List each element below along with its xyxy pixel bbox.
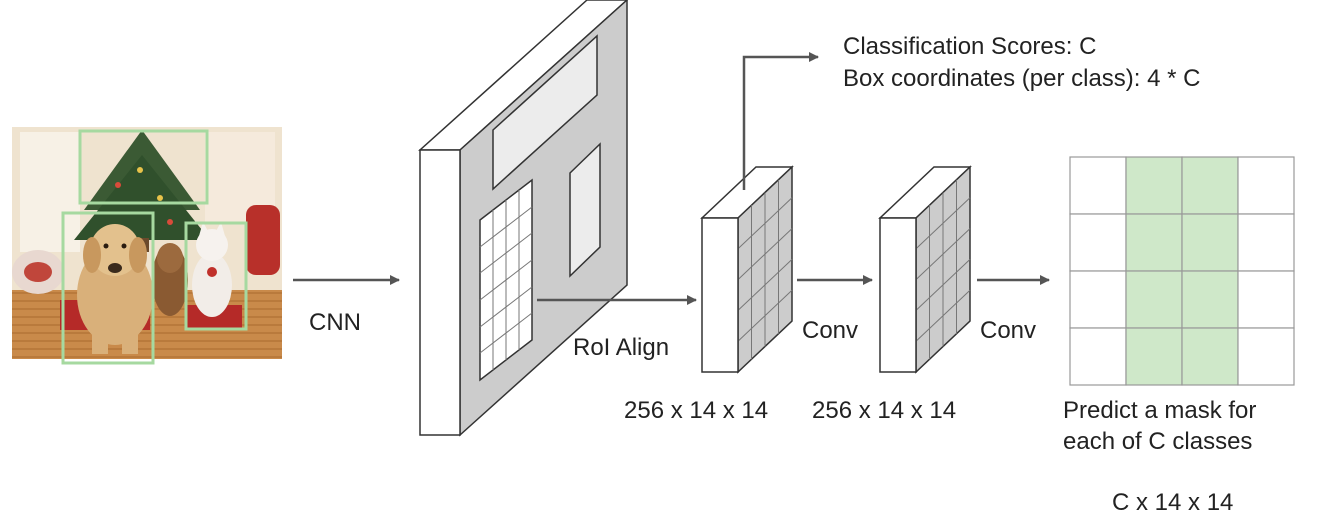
mask-cell-highlighted [1181,270,1239,329]
mask-cell [1069,327,1127,386]
mask-caption-line2: each of C classes [1063,428,1252,455]
conv-label-1: Conv [802,317,858,344]
mask-cell [1237,270,1295,329]
mask-cell-highlighted [1125,156,1183,215]
input-photo [12,127,282,365]
mask-cell-highlighted [1125,327,1183,386]
mask-cell [1237,327,1295,386]
feature-block-2 [878,165,972,374]
mask-cell-highlighted [1181,213,1239,272]
conv-label-2: Conv [980,317,1036,344]
mask-cell [1069,156,1127,215]
mask-cell [1069,213,1127,272]
mask-dim-label: C x 14 x 14 [1112,489,1233,516]
classification-scores-label: Classification Scores: C [843,33,1096,60]
mask-cell [1237,156,1295,215]
dim-label-2: 256 x 14 x 14 [812,397,956,424]
detection-box-dog [61,211,155,365]
box-coordinates-label: Box coordinates (per class): 4 * C [843,65,1200,92]
mask-cell [1237,213,1295,272]
mask-cell-highlighted [1125,270,1183,329]
mask-cell-highlighted [1181,156,1239,215]
roi-align-label: RoI Align [573,334,669,361]
detection-box-tree [78,129,209,205]
mask-grid [1069,156,1295,386]
mask-cell-highlighted [1125,213,1183,272]
cnn-label: CNN [309,309,361,336]
mask-caption-line1: Predict a mask for [1063,397,1256,424]
feature-block-1 [700,165,794,374]
feature-map [418,0,629,437]
arrow-classification [742,52,819,190]
mask-cell-highlighted [1181,327,1239,386]
mask-cell [1069,270,1127,329]
detection-box-cat [184,221,248,331]
dim-label-1: 256 x 14 x 14 [624,397,768,424]
